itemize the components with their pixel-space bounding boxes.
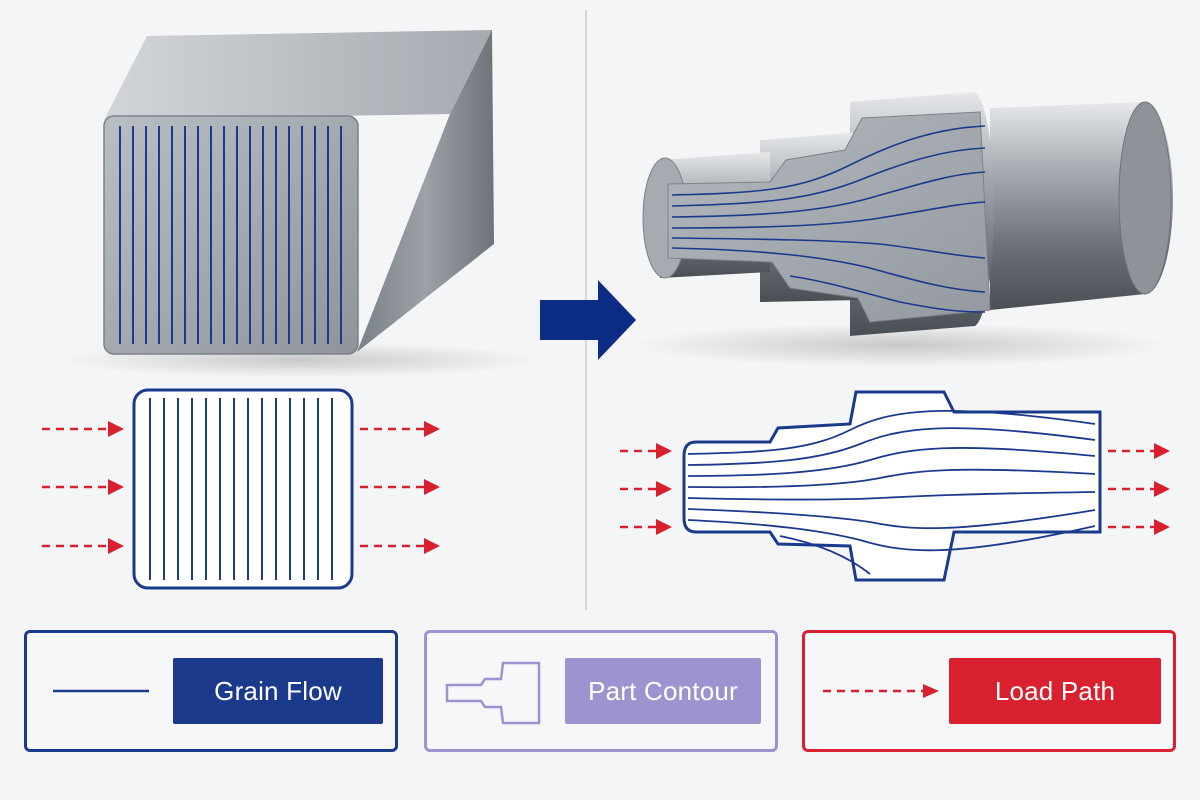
steel-bar-stock bbox=[60, 30, 540, 378]
shaft-load-arrows bbox=[620, 443, 1170, 535]
part-contour-icon bbox=[445, 661, 541, 725]
legend-label-part-contour: Part Contour bbox=[565, 658, 761, 724]
legend-part-contour: Part Contour bbox=[424, 630, 778, 752]
legend-grain-flow: Grain Flow bbox=[24, 630, 398, 752]
arrow-right-icon bbox=[540, 280, 636, 360]
bar-load-arrows bbox=[42, 421, 440, 554]
legend-label-grain-flow: Grain Flow bbox=[173, 658, 383, 724]
grain-line-icon bbox=[53, 689, 149, 693]
shaft-grain-lines bbox=[671, 125, 986, 313]
forged-shaft bbox=[630, 92, 1173, 367]
dashed-arrow-icon bbox=[823, 684, 939, 698]
legend-load-path: Load Path bbox=[802, 630, 1176, 752]
bar-schematic bbox=[132, 388, 354, 590]
legend-label-load-path: Load Path bbox=[949, 658, 1161, 724]
bar-grain-lines bbox=[119, 126, 342, 344]
shaft-schematic bbox=[682, 390, 1102, 582]
